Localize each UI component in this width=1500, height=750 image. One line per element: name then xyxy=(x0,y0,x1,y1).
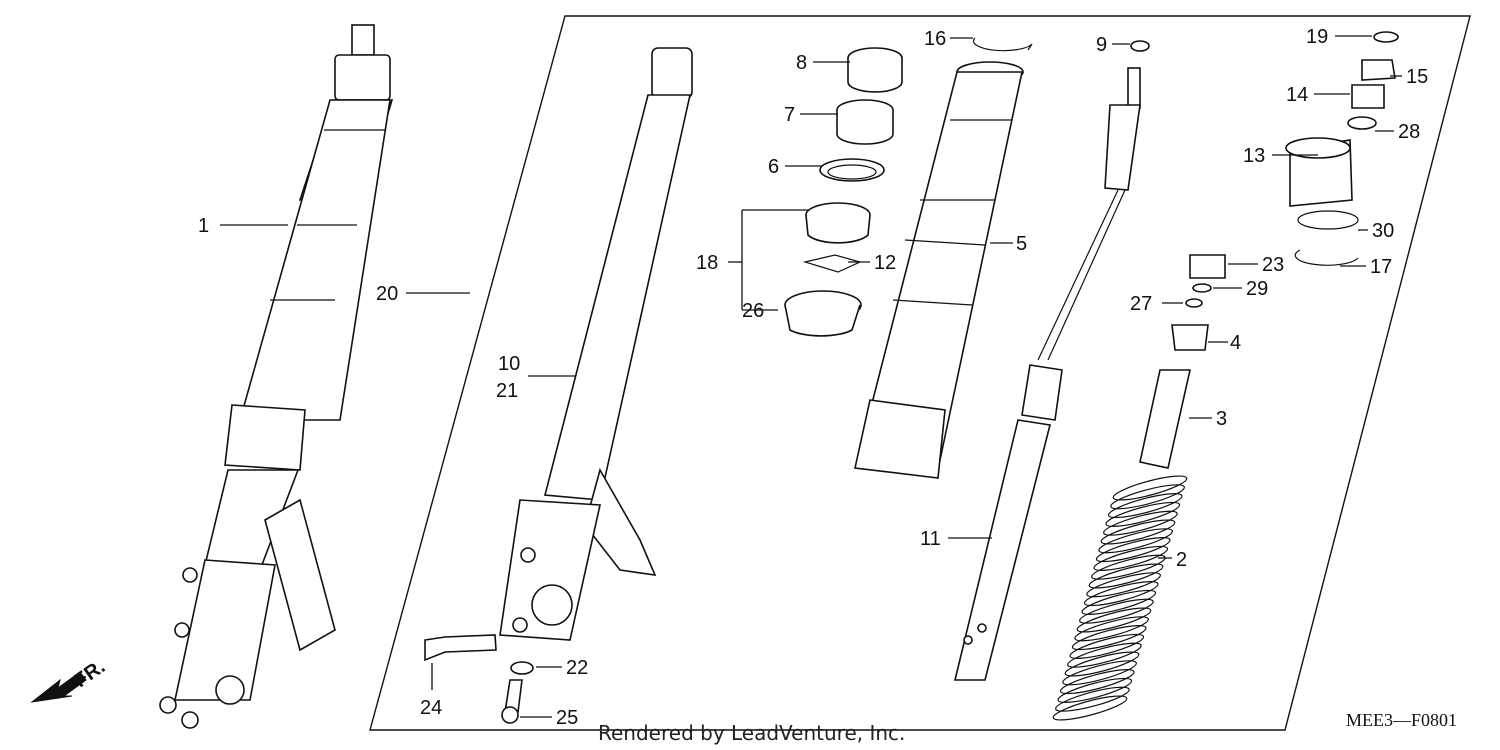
spring-coil xyxy=(1083,581,1159,607)
callout-17: 17 xyxy=(1370,256,1392,278)
spring-coil xyxy=(1086,572,1161,598)
callout-25: 25 xyxy=(556,707,578,729)
assembly-frame xyxy=(369,15,1471,731)
callout-28: 28 xyxy=(1398,121,1420,143)
callout-7: 7 xyxy=(784,104,795,126)
washer-29-part xyxy=(1192,283,1212,293)
spring-coil xyxy=(1091,554,1166,580)
spring-coil xyxy=(1074,616,1149,642)
spring-coil xyxy=(1079,598,1154,624)
spring-coil xyxy=(1059,669,1135,695)
spring-coil xyxy=(1057,677,1133,703)
callout-4: 4 xyxy=(1230,332,1241,354)
washer-9-part xyxy=(1130,40,1150,52)
callout-10: 10 xyxy=(498,353,520,375)
callout-13: 13 xyxy=(1243,145,1265,167)
callout-22: 22 xyxy=(566,657,588,679)
spring-coil xyxy=(1055,686,1130,712)
callout-1: 1 xyxy=(198,215,209,237)
damper-rod-part xyxy=(953,67,1141,681)
spring-coil xyxy=(1088,563,1164,589)
callout-16: 16 xyxy=(924,28,946,50)
callout-18: 18 xyxy=(696,252,718,274)
callout-21: 21 xyxy=(496,380,518,402)
front-direction-arrow-icon: FR. xyxy=(30,656,109,703)
outer-tube-part xyxy=(499,47,693,641)
spring-coil xyxy=(1100,519,1176,545)
callout-23: 23 xyxy=(1262,254,1284,276)
callout-11: 11 xyxy=(920,528,941,550)
spring-coil xyxy=(1067,642,1142,668)
callout-26: 26 xyxy=(742,300,764,322)
spring-coil xyxy=(1064,651,1140,677)
snap-ring-17-part xyxy=(1294,249,1359,266)
callout-19: 19 xyxy=(1306,26,1328,48)
callout-27: 27 xyxy=(1130,293,1152,315)
callout-14: 14 xyxy=(1286,84,1308,106)
callout-3: 3 xyxy=(1216,408,1227,430)
spacer-parts xyxy=(1139,254,1226,469)
callout-6: 6 xyxy=(768,156,779,178)
fork-cap-parts xyxy=(1285,59,1396,207)
spring-coil xyxy=(1062,660,1137,686)
callout-15: 15 xyxy=(1406,66,1428,88)
o-ring-30-part xyxy=(1297,210,1359,230)
spring-coil xyxy=(1107,493,1183,519)
washer-19-part xyxy=(1373,31,1399,43)
spring-coil xyxy=(1103,510,1178,536)
callout-5: 5 xyxy=(1016,233,1027,255)
leader-lines xyxy=(220,35,1402,718)
callout-12: 12 xyxy=(874,252,896,274)
spring-coil xyxy=(1110,484,1185,510)
spring-part xyxy=(1052,475,1188,721)
spring-coil xyxy=(1093,545,1169,571)
fork-assembly-part xyxy=(159,24,394,729)
spring-coil xyxy=(1098,528,1173,554)
callout-29: 29 xyxy=(1246,278,1268,300)
callout-9: 9 xyxy=(1096,34,1107,56)
callout-20: 20 xyxy=(376,283,398,305)
spring-coil xyxy=(1076,607,1152,633)
seal-stack-parts xyxy=(784,47,903,337)
bolt-parts xyxy=(424,634,534,724)
spring-coil xyxy=(1052,695,1128,721)
spring-coil xyxy=(1069,633,1145,659)
callout-2: 2 xyxy=(1176,549,1187,571)
diagram-code: MEE3—F0801 xyxy=(1346,710,1457,730)
washer-22-part xyxy=(510,661,534,675)
render-credit: Rendered by LeadVenture, Inc. xyxy=(598,721,905,745)
callout-30: 30 xyxy=(1372,220,1394,242)
washer-27-part xyxy=(1185,298,1203,308)
callout-8: 8 xyxy=(796,52,807,74)
snap-ring-part xyxy=(972,37,1033,52)
spring-coil xyxy=(1071,625,1147,651)
spring-coil xyxy=(1081,589,1157,615)
washer-28-part xyxy=(1347,116,1377,130)
spring-coil xyxy=(1105,501,1181,527)
spring-coil xyxy=(1095,537,1171,563)
inner-tube-part xyxy=(854,61,1024,479)
spring-coil xyxy=(1112,475,1188,501)
callout-24: 24 xyxy=(420,697,442,719)
